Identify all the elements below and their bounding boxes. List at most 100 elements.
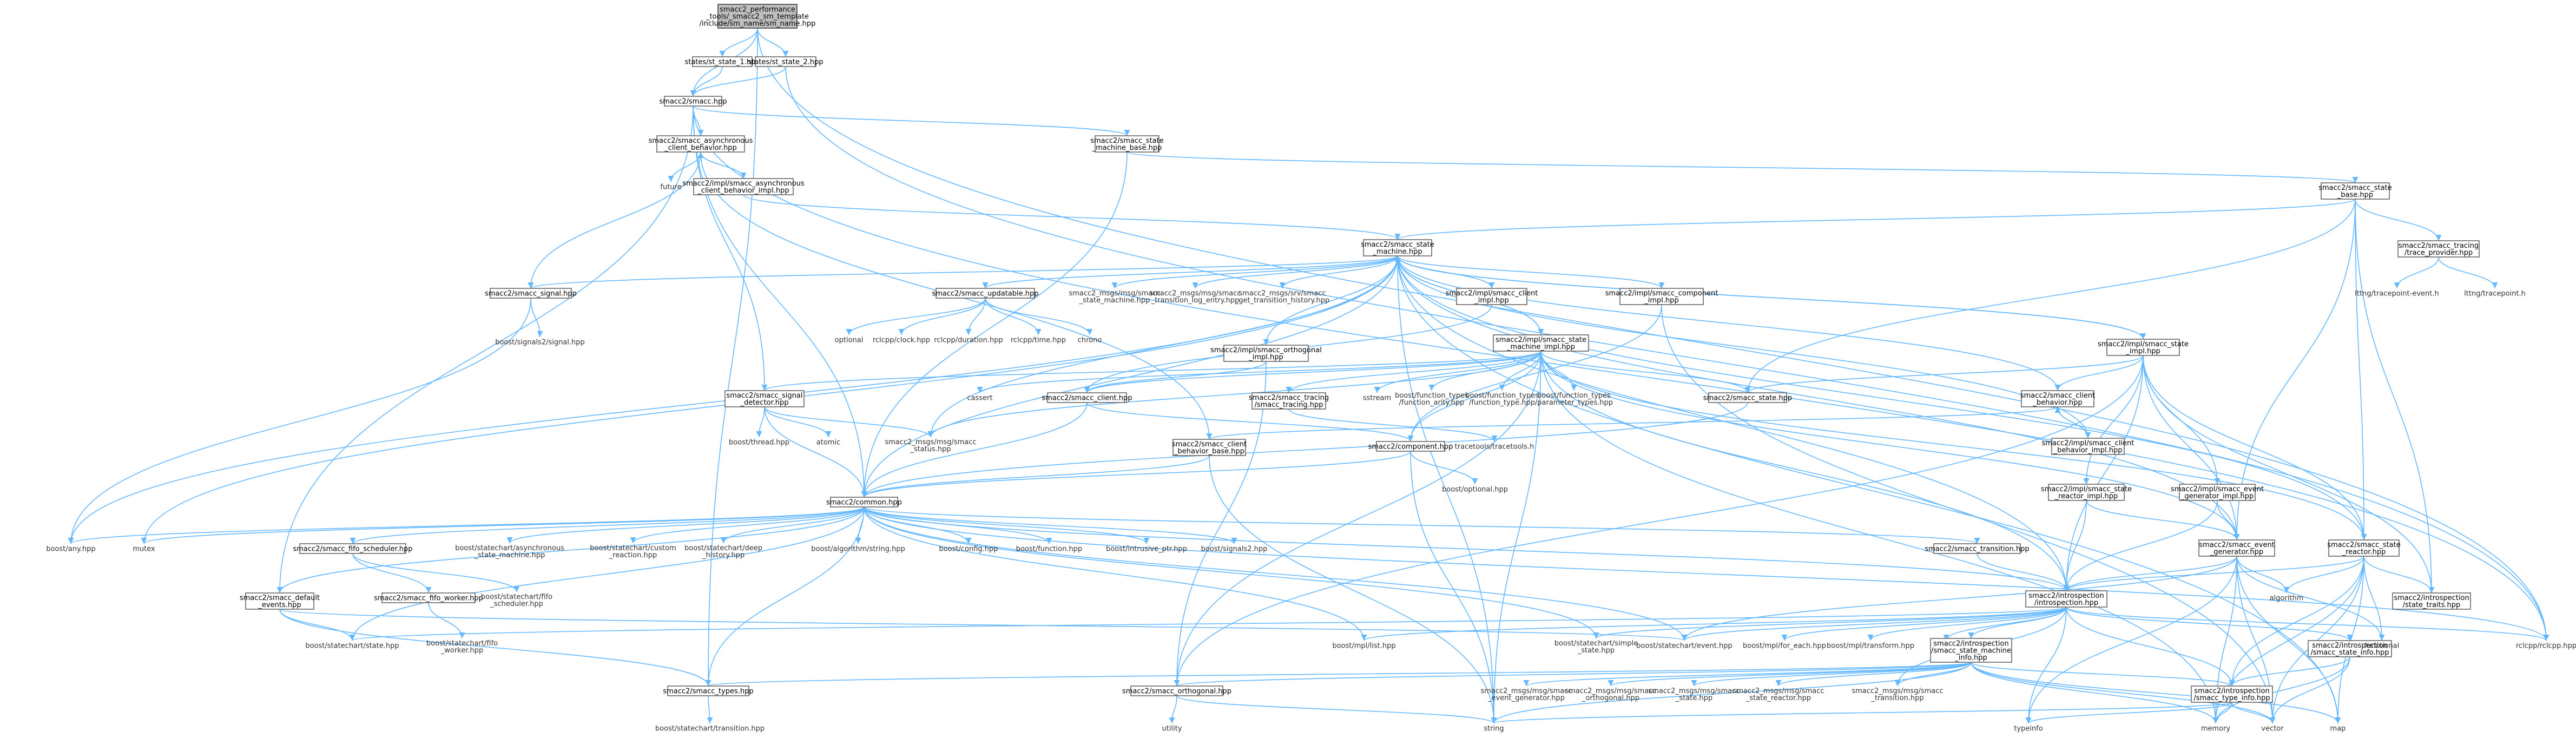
node-bsfifoworker[interactable]: boost/statechart/fifo_worker.hpp xyxy=(426,638,498,655)
edge-fifosched-to-fifoworker xyxy=(352,553,432,594)
node-smacc[interactable]: smacc2/smacc.hpp xyxy=(660,96,727,107)
node-atomic[interactable]: atomic xyxy=(815,437,842,447)
node-function[interactable]: boost/function.hpp xyxy=(1016,544,1082,553)
node-common[interactable]: smacc2/common.hpp xyxy=(826,497,902,507)
node-tracing[interactable]: smacc2/smacc_tracing/trace_provider.hpp xyxy=(2397,240,2480,258)
node-root[interactable]: smacc2_performance_tools/_smacc2_sm_temp… xyxy=(700,4,816,29)
node-map[interactable]: map xyxy=(2330,723,2346,733)
node-statusmsg[interactable]: smacc2_msgs/msg/smacc_status.hpp xyxy=(885,437,976,453)
node-reactormsg[interactable]: smacc2_msgs/msg/smacc_state_reactor.hpp xyxy=(1732,686,1824,702)
node-evgenmsg[interactable]: smacc2_msgs/msg/smacc_event_generator.hp… xyxy=(1480,686,1572,702)
node-sigdet[interactable]: smacc2/smacc_signal_detector.hpp xyxy=(724,390,805,407)
node-types[interactable]: smacc2/smacc_types.hpp xyxy=(663,685,754,696)
node-thread[interactable]: boost/thread.hpp xyxy=(729,437,789,447)
node-fifosched[interactable]: smacc2/smacc_fifo_scheduler.hpp xyxy=(293,543,413,554)
node-bssimple[interactable]: boost/statechart/simple_state.hpp xyxy=(1554,638,1638,655)
node-evgen[interactable]: smacc2/smacc_event_generator.hpp xyxy=(2198,539,2275,557)
node-chrono[interactable]: chrono xyxy=(1077,335,1103,345)
node-functional[interactable]: functional xyxy=(2364,641,2400,650)
node-signalhpp[interactable]: smacc2/smacc_signal.hpp xyxy=(485,288,577,299)
node-clientbehimpl[interactable]: smacc2/impl/smacc_client_behavior_impl.h… xyxy=(2042,438,2134,455)
node-statehpp[interactable]: smacc2/smacc_state.hpp xyxy=(1703,392,1792,403)
node-smbase[interactable]: smacc2/smacc_state_machine_base.hpp xyxy=(1090,135,1164,153)
node-reactorimpl[interactable]: smacc2/impl/smacc_state_reactor_impl.hpp xyxy=(2041,484,2132,501)
node-reactor[interactable]: smacc2/smacc_state_reactor.hpp xyxy=(2327,539,2401,557)
node-bstransition[interactable]: boost/statechart/transition.hpp xyxy=(655,723,765,733)
node-label-line: boost/mpl/list.hpp xyxy=(1332,642,1395,650)
node-lttngtp[interactable]: lttng/tracepoint.h xyxy=(2464,288,2526,298)
node-cbbase[interactable]: smacc2/smacc_client_behavior_base.hpp xyxy=(1172,439,1247,456)
node-label-line: states/st_state_1.hpp xyxy=(684,58,760,67)
node-st1[interactable]: states/st_state_1.hpp xyxy=(684,56,760,67)
node-statebase[interactable]: smacc2/smacc_state_base.hpp xyxy=(2318,182,2392,200)
node-clientbeh[interactable]: smacc2/smacc_client_behavior.hpp xyxy=(2020,390,2095,407)
node-memory[interactable]: memory xyxy=(2201,723,2231,733)
node-bsstate[interactable]: boost/statechart/state.hpp xyxy=(305,641,399,650)
node-stinfo[interactable]: smacc2/introspection/smacc_state_info.hp… xyxy=(2308,640,2392,657)
node-bsdeep[interactable]: boost/statechart/deep_history.hpp xyxy=(684,543,762,559)
node-vector[interactable]: vector xyxy=(2259,723,2285,733)
node-rclclock[interactable]: rclcpp/clock.hpp xyxy=(873,335,930,345)
node-optionalhpp[interactable]: boost/optional.hpp xyxy=(1442,484,1508,494)
node-component[interactable]: smacc2/component.hpp xyxy=(1368,441,1453,452)
node-evgenimpl[interactable]: smacc2/impl/smacc_event_generator_impl.h… xyxy=(2171,484,2264,501)
node-st2[interactable]: states/st_state_2.hpp xyxy=(748,56,823,67)
node-statinfo[interactable]: smacc2/introspection/state_traits.hpp xyxy=(2392,592,2471,610)
node-statemsg[interactable]: smacc2_msgs/msg/smacc_state.hpp xyxy=(1648,686,1740,702)
node-boostany[interactable]: boost/any.hpp xyxy=(46,544,95,553)
node-orthomsg[interactable]: smacc2_msgs/msg/smacc_orthogonal.hpp xyxy=(1565,686,1656,702)
node-config[interactable]: boost/config.hpp xyxy=(939,544,998,553)
node-boostsignal[interactable]: boost/signals2/signal.hpp xyxy=(495,337,585,347)
node-transitionmsg[interactable]: smacc2_msgs/msg/smacc_transition.hpp xyxy=(1852,686,1943,702)
node-clientimpl[interactable]: smacc2/impl/smacc_client_impl.hpp xyxy=(1446,288,1538,305)
node-compimpl[interactable]: smacc2/impl/smacc_component_impl.hpp xyxy=(1605,288,1718,305)
node-stimpl[interactable]: smacc2/impl/smacc_state_impl.hpp xyxy=(2098,339,2189,356)
node-rcltime[interactable]: rclcpp/time.hpp xyxy=(1011,335,1066,345)
node-backtrace[interactable]: tracetools/tracetools.h xyxy=(1455,441,1534,451)
node-optional[interactable]: optional xyxy=(834,335,864,345)
node-fifoworker[interactable]: smacc2/smacc_fifo_worker.hpp xyxy=(374,592,483,603)
node-lttngevent[interactable]: lttng/tracepoint-event.h xyxy=(2355,288,2439,298)
node-clienthpp[interactable]: smacc2/smacc_client.hpp xyxy=(1042,392,1132,403)
node-sstream[interactable]: sstream xyxy=(1362,393,1392,403)
node-string[interactable]: string xyxy=(1480,723,1507,733)
node-box xyxy=(1456,288,1527,305)
node-sminfo[interactable]: smacc2/introspection/smacc_state_machine… xyxy=(1930,638,2012,663)
node-intrusive[interactable]: boost/intrusive_ptr.hpp xyxy=(1106,544,1187,553)
node-srvhist[interactable]: smacc2_msgs/srv/smacc_get_transition_his… xyxy=(1235,288,1330,305)
node-mpllist[interactable]: boost/mpl/list.hpp xyxy=(1332,641,1395,650)
node-updatable[interactable]: smacc2/smacc_updatable.hpp xyxy=(932,288,1039,299)
node-typeinfo[interactable]: smacc2/introspection/smacc_type_info.hpp xyxy=(2191,685,2273,703)
node-bfarity[interactable]: boost/function_types/function_arity.hpp xyxy=(1395,391,1468,407)
node-acb[interactable]: smacc2/smacc_asynchronous_client_behavio… xyxy=(649,135,753,153)
node-utility[interactable]: utility xyxy=(1161,723,1183,733)
node-mutex[interactable]: mutex xyxy=(133,544,155,553)
node-defevents[interactable]: smacc2/smacc_default_events.hpp xyxy=(240,592,320,610)
node-typeinfostd[interactable]: typeinfo xyxy=(2013,723,2044,733)
node-acbimpl[interactable]: smacc2/impl/smacc_asynchronous_client_be… xyxy=(682,178,805,195)
node-signals2[interactable]: boost/signals2.hpp xyxy=(1201,544,1268,553)
node-bfparams[interactable]: boost/function_types/parameter_types.hpp xyxy=(1535,391,1613,407)
node-transmsg[interactable]: smacc2_msgs/msg/smacc_transition_log_ent… xyxy=(1149,288,1241,305)
node-bftype[interactable]: boost/function_types/function_type.hpp xyxy=(1465,391,1539,407)
node-rclcpp[interactable]: rclcpp/rclcpp.hpp xyxy=(2516,641,2576,650)
node-smmsg[interactable]: smacc2_msgs/msg/smacc_state_machine.hpp xyxy=(1069,288,1160,305)
node-tracinghpp[interactable]: smacc2/smacc_tracing/smacc_tracing.hpp xyxy=(1249,392,1329,410)
node-bsasync[interactable]: boost/statechart/asynchronous_state_mach… xyxy=(455,543,564,559)
node-transform[interactable]: boost/mpl/transform.hpp xyxy=(1827,641,1914,650)
node-cassert[interactable]: cassert xyxy=(966,393,993,403)
node-bscustom[interactable]: boost/statechart/custom_reaction.hpp xyxy=(590,543,676,559)
node-algostring[interactable]: boost/algorithm/string.hpp xyxy=(811,544,905,553)
node-orthogonal[interactable]: smacc2/smacc_orthogonal.hpp xyxy=(1122,685,1231,696)
node-orthoimpl[interactable]: smacc2/impl/smacc_orthogonal_impl.hpp xyxy=(1210,345,1322,362)
node-foreach[interactable]: boost/mpl/for_each.hpp xyxy=(1743,641,1826,650)
node-transition[interactable]: smacc2/smacc_transition.hpp xyxy=(1925,543,2030,554)
node-sm[interactable]: smacc2/smacc_state_machine.hpp xyxy=(1361,239,1434,256)
node-bsfifosched[interactable]: boost/statechart/fifo_scheduler.hpp xyxy=(481,592,552,608)
node-rclduration[interactable]: rclcpp/duration.hpp xyxy=(934,335,1003,345)
node-bsevent[interactable]: boost/statechart/event.hpp xyxy=(1636,641,1732,650)
node-future[interactable]: future xyxy=(660,182,681,192)
node-introspection[interactable]: smacc2/introspection/introspection.hpp xyxy=(2025,590,2107,608)
node-smimpl[interactable]: smacc2/impl/smacc_state_machine_impl.hpp xyxy=(1493,334,1589,352)
node-algorithm[interactable]: algorithm xyxy=(2270,593,2304,603)
